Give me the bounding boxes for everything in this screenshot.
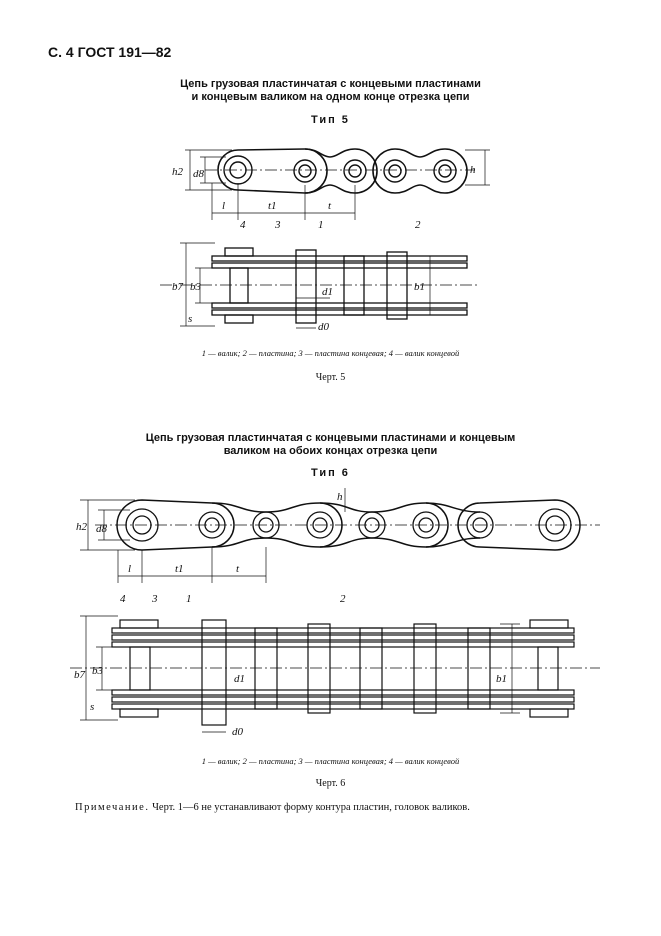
- dim6-d8: d8: [96, 523, 108, 535]
- footnote: Примечание. Черт. 1—6 не устанавливают ф…: [75, 802, 470, 813]
- section6-title-line1: Цепь грузовая пластинчатая с концевыми п…: [145, 432, 516, 444]
- callout-2: 2: [415, 219, 421, 231]
- callout-1: 1: [318, 219, 324, 231]
- dim-h: h: [470, 164, 476, 176]
- dim-b1: b1: [414, 281, 425, 293]
- section6-legend: 1 — валик; 2 — пластина; 3 — пластина ко…: [201, 756, 460, 766]
- dim6-h: h: [337, 491, 343, 503]
- chain-type6-section-view: b7 b3 s d1 d0 b1 4 3 1 2: [70, 593, 600, 738]
- dim6-s: s: [90, 701, 94, 713]
- chain-type5-section-view: b7 b3 s d1 d0 b1 4 3 1 2: [160, 219, 480, 333]
- dim-b3: b3: [190, 281, 202, 293]
- section5-title-line2: и концевым валиком на одном конце отрезк…: [191, 91, 470, 103]
- dim-s: s: [188, 313, 192, 325]
- dim-d1: d1: [322, 286, 333, 298]
- section6-title-line2: валиком на обоих концах отрезка цепи: [223, 445, 438, 457]
- callout-4: 4: [240, 219, 246, 231]
- callout6-4: 4: [120, 593, 126, 605]
- chain-type5-top-view: h2 d8 h l t1 t: [172, 148, 490, 220]
- dim-d8: d8: [193, 168, 205, 180]
- callout6-1: 1: [186, 593, 192, 605]
- dim6-t: t: [236, 563, 240, 575]
- dim-b7: b7: [172, 281, 184, 293]
- callout-3: 3: [274, 219, 281, 231]
- note-prefix: Примечание.: [75, 802, 150, 813]
- dim-t: t: [328, 200, 332, 212]
- dim6-t1: t1: [175, 563, 184, 575]
- dim6-h2: h2: [76, 521, 88, 533]
- dim6-b7: b7: [74, 669, 86, 681]
- callout6-2: 2: [340, 593, 346, 605]
- section5-type-label: Тип 5: [311, 114, 350, 126]
- page-header: С. 4 ГОСТ 191—82: [48, 44, 172, 60]
- section6-type-label: Тип 6: [311, 467, 350, 479]
- dim-l: l: [222, 200, 225, 212]
- dim6-b3: b3: [92, 665, 104, 677]
- dim6-d0: d0: [232, 726, 244, 738]
- section6-caption: Черт. 6: [315, 778, 346, 789]
- callout6-3: 3: [151, 593, 158, 605]
- dim-h2: h2: [172, 166, 184, 178]
- dim6-d1: d1: [234, 673, 245, 685]
- dim-d0: d0: [318, 321, 330, 333]
- chain-type6-top-view: h2 d8 h l t1 t: [76, 488, 600, 583]
- section5-caption: Черт. 5: [315, 372, 346, 383]
- dim6-b1: b1: [496, 673, 507, 685]
- section5-legend: 1 — валик; 2 — пластина; 3 — пластина ко…: [201, 348, 460, 358]
- note-text: Черт. 1—6 не устанавливают форму контура…: [149, 802, 470, 813]
- dim6-l: l: [128, 563, 131, 575]
- dim-t1: t1: [268, 200, 277, 212]
- section5-title-line1: Цепь грузовая пластинчатая с концевыми п…: [180, 78, 481, 90]
